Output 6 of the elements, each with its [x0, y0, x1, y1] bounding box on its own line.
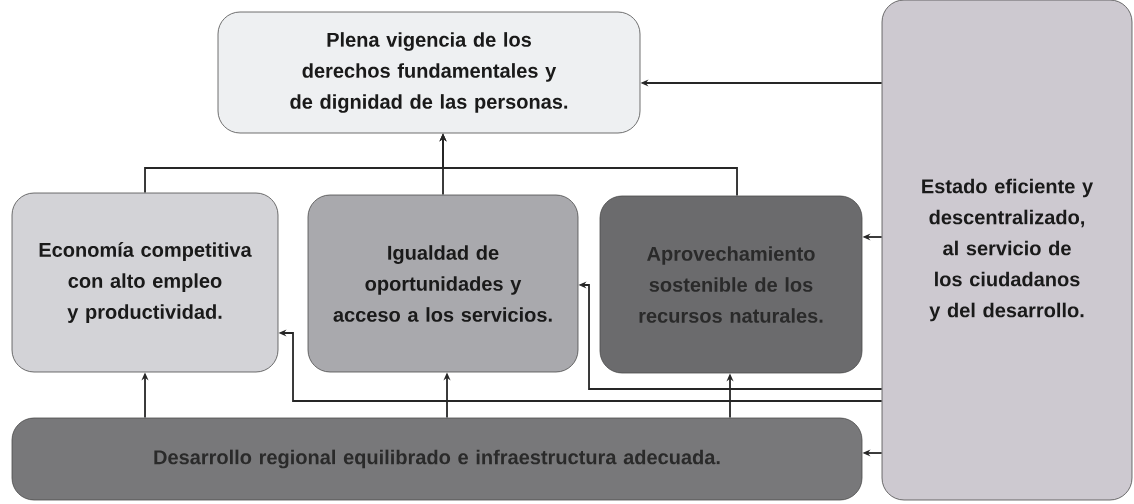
rounded-box: Estado eficiente y descentralizado, al servicio de los ciudadanos y del desarrollo. — [881, 0, 1133, 501]
rounded-box: Desarrollo regional equilibrado e infraestructura adecuada. — [11, 417, 863, 501]
rounded-box: Aprovechamiento sostenible de los recursos naturales. — [599, 195, 863, 374]
rounded-box: Plena vigencia de los derechos fundamentales y de dignidad de las personas. — [217, 11, 641, 134]
rounded-box: Igualdad de oportunidades y acceso a los servicios. — [307, 194, 579, 373]
rounded-box: Economía competitiva con alto empleo y productividad. — [11, 192, 279, 373]
